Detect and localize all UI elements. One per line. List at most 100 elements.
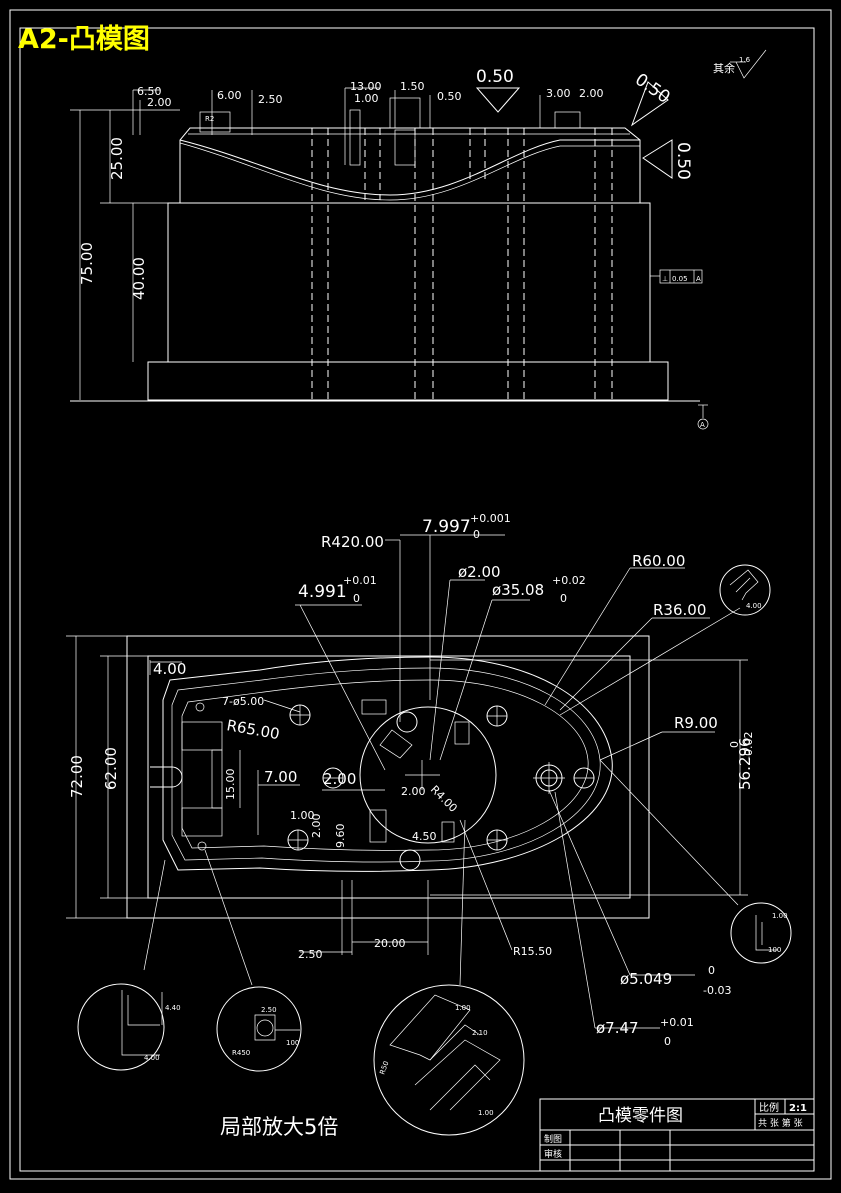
dim-7-997-up: +0.001 [470, 512, 511, 525]
detail-2-label-b: 100 [286, 1039, 299, 1047]
dim-2-00-c: 2.00 [310, 814, 323, 839]
dim-d5-049: ø5.049 [620, 970, 672, 988]
title-block-name: 凸模零件图 [598, 1106, 683, 1126]
scale-value: 2:1 [789, 1103, 807, 1114]
dim-0-50: 0.50 [437, 90, 462, 103]
plan-view: 72.00 62.00 56.296 0 -0.02 4.00 15.00 7.… [66, 512, 755, 1048]
angle-right-label: 0.50 [631, 70, 673, 108]
detail-circle-2 [216, 986, 302, 1072]
svg-text:⊥: ⊥ [662, 275, 668, 283]
detail-circle-right [730, 902, 792, 964]
inner-border [19, 27, 815, 1172]
dim-d2: ø2.00 [458, 563, 501, 581]
dim-62: 62.00 [102, 747, 120, 790]
scale-label: 比例 [759, 1101, 779, 1114]
punch-profile-step [181, 679, 589, 851]
angle-mark-top [475, 87, 521, 113]
dim-7-997-low: 0 [473, 528, 480, 541]
outer-border [9, 9, 832, 1180]
plan-body-rect [147, 655, 631, 899]
dim-r36: R36.00 [653, 601, 706, 619]
body-block [167, 202, 651, 363]
roughness-value: 1.6 [739, 56, 751, 64]
dim-r60: R60.00 [632, 552, 685, 570]
dim-r4: R4.00 [428, 783, 460, 815]
dim-15-00: 15.00 [224, 769, 237, 801]
base-plate [147, 361, 669, 401]
dim-r65: R65.00 [225, 716, 281, 743]
dim-4-991: 4.991 [298, 582, 347, 602]
dim-7-00: 7.00 [264, 768, 297, 786]
dim-d7-47-up: +0.01 [660, 1016, 694, 1029]
angle-side-label: 0.50 [673, 142, 693, 180]
punch-profile-inner [171, 667, 601, 863]
title-block: 凸模零件图 比例 2:1 共 张 第 张 制图 审核 [539, 1098, 815, 1172]
dim-r15-50: R15.50 [513, 945, 552, 958]
datum-symbol [697, 418, 709, 430]
left-slot [150, 766, 183, 788]
dim-4-00: 4.00 [153, 660, 186, 678]
punch-curve-bottom [179, 142, 640, 201]
dim-75: 75.00 [78, 242, 96, 285]
dim-56-tol-up: 0 [728, 741, 741, 748]
dim-7-d5: 7-ø5.00 [222, 695, 264, 708]
dim-2-00-a: 2.00 [323, 770, 356, 788]
dim-d5-049-low: -0.03 [703, 984, 731, 997]
dim-d35-low: 0 [560, 592, 567, 605]
detail-caption: 局部放大5倍 [220, 1115, 338, 1139]
dim-2-00-b: 2.00 [401, 785, 426, 798]
detail-circle-1 [77, 983, 165, 1071]
dim-2-50: 2.50 [298, 948, 323, 961]
angle-top-label: 0.50 [476, 67, 514, 87]
dim-40: 40.00 [130, 257, 148, 300]
detail-3-label-c: 1.00 [478, 1109, 494, 1117]
checked-by-label: 审核 [544, 1148, 562, 1160]
dim-6-00: 6.00 [217, 89, 242, 102]
detail-circle-3 [373, 984, 525, 1136]
dim-r420: R420.00 [321, 533, 384, 551]
tolerance-frame [659, 269, 703, 284]
tolerance-ref: A [696, 275, 701, 283]
dim-2-50: 2.50 [258, 93, 283, 106]
detail-2-label-c: R450 [232, 1049, 250, 1057]
dim-72: 72.00 [68, 755, 86, 798]
dim-9-60: 9.60 [334, 824, 347, 849]
punch-profile-outer [162, 656, 613, 872]
detail-tr-label: 4.00 [746, 602, 762, 610]
elevation-view: 75.00 25.00 40.00 6.50 2.00 6.00 2.50 R2… [70, 67, 709, 430]
detail-circle-top-right [719, 564, 771, 616]
dim-4-50: 4.50 [412, 830, 437, 843]
drawing-title: A2-凸模图 [18, 24, 150, 55]
dim-56-tol-low: -0.02 [742, 732, 755, 760]
detail-2-label-a: 2.50 [261, 1006, 277, 1014]
sheet-count: 共 张 第 张 [758, 1117, 803, 1129]
dim-d7-47: ø7.47 [596, 1019, 639, 1037]
dim-13-00: 13.00 [350, 80, 382, 93]
drawn-by-label: 制图 [544, 1133, 562, 1145]
plan-base-rect [126, 635, 650, 919]
detail-3-label-d: R50 [378, 1060, 390, 1076]
title-block-frame [539, 1098, 815, 1172]
dim-25: 25.00 [108, 137, 126, 180]
tolerance-value: 0.05 [672, 275, 688, 283]
dim-2-00: 2.00 [147, 96, 172, 109]
detail-r-label-a: 1.00 [772, 912, 788, 920]
dim-d7-47-low: 0 [664, 1035, 671, 1048]
roughness-label: 其余 [713, 61, 735, 75]
dim-2-00b: 2.00 [579, 87, 604, 100]
roughness-symbol [735, 49, 767, 79]
detail-circles: 4.00 1.00 100 4.40 4.00 2.50 100 R450 1.… [77, 564, 792, 1139]
dim-1-00: 1.00 [290, 809, 315, 822]
dim-1-50: 1.50 [400, 80, 425, 93]
detail-r-label-b: 100 [768, 946, 781, 954]
dim-d35-up: +0.02 [552, 574, 586, 587]
dim-6-50: 6.50 [137, 85, 162, 98]
detail-3-label-a: 1.00 [455, 1004, 471, 1012]
dim-4-991-up: +0.01 [343, 574, 377, 587]
dim-4-991-low: 0 [353, 592, 360, 605]
dim-3-00: 3.00 [546, 87, 571, 100]
hole [399, 849, 421, 871]
dim-r9: R9.00 [674, 714, 718, 732]
dim-56-296: 56.296 [736, 738, 754, 791]
